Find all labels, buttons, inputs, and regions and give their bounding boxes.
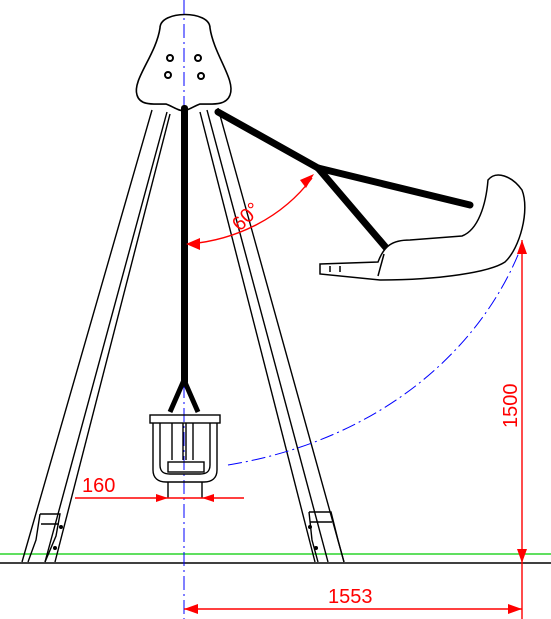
centerlines: [183, 0, 521, 619]
baby-seat: [149, 414, 221, 498]
seat-width-label: 160: [82, 475, 115, 497]
swing-arc: [227, 249, 521, 466]
reach-label: 1553: [328, 586, 373, 608]
chain-rest: [167, 105, 201, 414]
reach-dimension: 1553: [184, 586, 522, 614]
swung-seat: [319, 174, 526, 281]
height-dimension: 1500: [500, 240, 527, 619]
seat-width-dimension: 160: [75, 475, 244, 502]
chain-swung: [214, 108, 474, 254]
top-bracket: [135, 13, 232, 112]
height-label: 1500: [500, 384, 522, 429]
angle-label: 60°: [228, 199, 265, 236]
a-frame: [21, 107, 345, 563]
foot-bolts: [53, 525, 318, 550]
angle-dimension: 60°: [186, 174, 314, 250]
